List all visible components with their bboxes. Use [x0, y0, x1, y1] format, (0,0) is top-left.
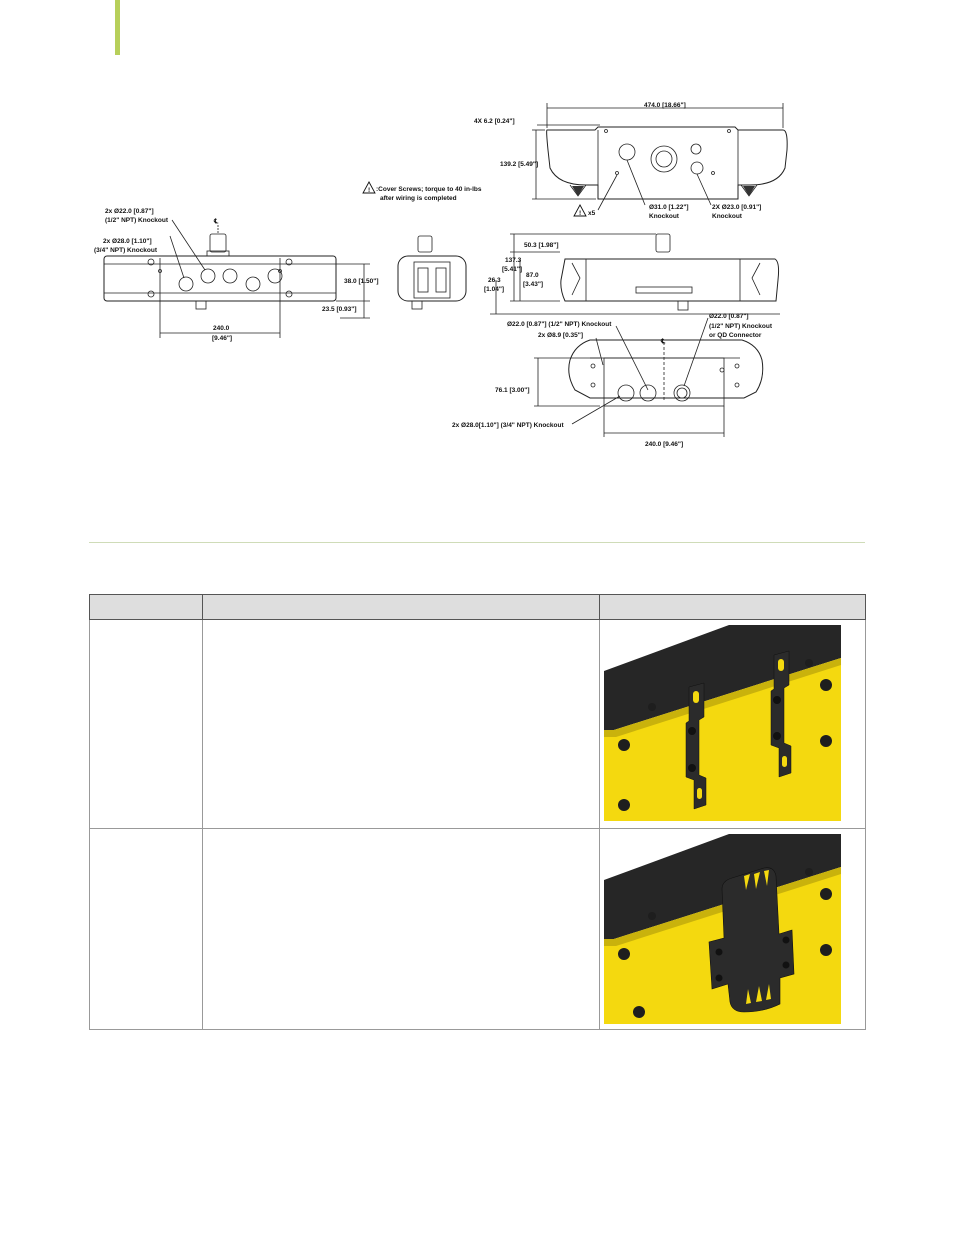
screw-count: x5	[588, 210, 596, 217]
knockout-23-sub: Knockout	[712, 213, 743, 220]
dim-240-b: [9.46"]	[212, 335, 232, 342]
knockout-23-label: 2X Ø23.0 [0.91"]	[712, 204, 761, 211]
knockout-31-label: Ø31.0 [1.22"]	[649, 204, 689, 211]
column-header	[201, 594, 600, 620]
knockout-22-line1: 2x Ø22.0 [0.87"]	[105, 208, 154, 215]
table-row	[89, 619, 867, 829]
svg-text:!: !	[579, 210, 581, 217]
hole-89: 2x Ø8.9 [0.35"]	[538, 332, 583, 339]
description-cell	[201, 828, 600, 1030]
dim-26-a: 26.3	[488, 277, 501, 284]
dimension-drawing: ! ! 474.0 [18.66"] 4X 6.2 [0.24"] 139.2 …	[0, 0, 954, 460]
brackets-table	[89, 594, 867, 1030]
dim-26-b: [1.04"]	[484, 286, 504, 293]
dim-50: 50.3 [1.98"]	[524, 242, 559, 249]
dim-overall-width: 474.0 [18.66"]	[644, 102, 686, 109]
dim-137-b: [5.41"]	[502, 266, 522, 273]
bracket-photo-1	[603, 625, 841, 821]
knockout-28-line2: (3/4" NPT) Knockout	[94, 247, 158, 254]
model-cell	[89, 619, 203, 829]
bracket-photo-2	[603, 834, 841, 1024]
dim-height: 139.2 [5.49"]	[500, 161, 538, 168]
dim-240-bottom: 240.0 [9.46"]	[645, 441, 683, 448]
qd-line3: or QD Connector	[709, 332, 762, 339]
warning-note-line2: after wiring is completed	[380, 195, 457, 202]
dim-137-a: 137.3	[505, 257, 522, 264]
warning-note-line1: :Cover Screws; torque to 40 in-lbs	[376, 186, 482, 193]
qd-line1: Ø22.0 [0.87"]	[709, 313, 749, 320]
dim-38: 38.0 [1.50"]	[344, 278, 379, 285]
svg-text:!: !	[368, 187, 370, 194]
hole-callout: 4X 6.2 [0.24"]	[474, 118, 515, 125]
table-header-row	[89, 594, 867, 620]
qd-line2: (1/2" NPT) Knockout	[709, 323, 773, 330]
knockout-28-line1: 2x Ø28.0 [1.10"]	[103, 238, 152, 245]
model-cell	[89, 828, 203, 1030]
column-header	[598, 594, 867, 620]
dim-87-a: 87.0	[526, 272, 539, 279]
knockout-31-sub: Knockout	[649, 213, 680, 220]
knockout-22-line2: (1/2" NPT) Knockout	[105, 217, 169, 224]
dim-87-b: [3.43"]	[523, 281, 543, 288]
bottom-knockout-28: 2x Ø28.0[1.10"] (3/4" NPT) Knockout	[452, 422, 564, 429]
centerline-symbol: ℄	[213, 217, 219, 225]
dim-76: 76.1 [3.00"]	[495, 387, 530, 394]
bottom-centerline-symbol: ℄	[660, 337, 666, 345]
dim-23: 23.5 [0.93"]	[322, 306, 357, 313]
description-cell	[201, 619, 600, 829]
accent-bar	[115, 0, 120, 55]
bottom-knockout-22: Ø22.0 [0.87"] (1/2" NPT) Knockout	[507, 321, 612, 328]
section-divider	[89, 542, 865, 543]
table-row	[89, 828, 867, 1030]
dim-240-a: 240.0	[213, 325, 230, 332]
column-header	[89, 594, 203, 620]
